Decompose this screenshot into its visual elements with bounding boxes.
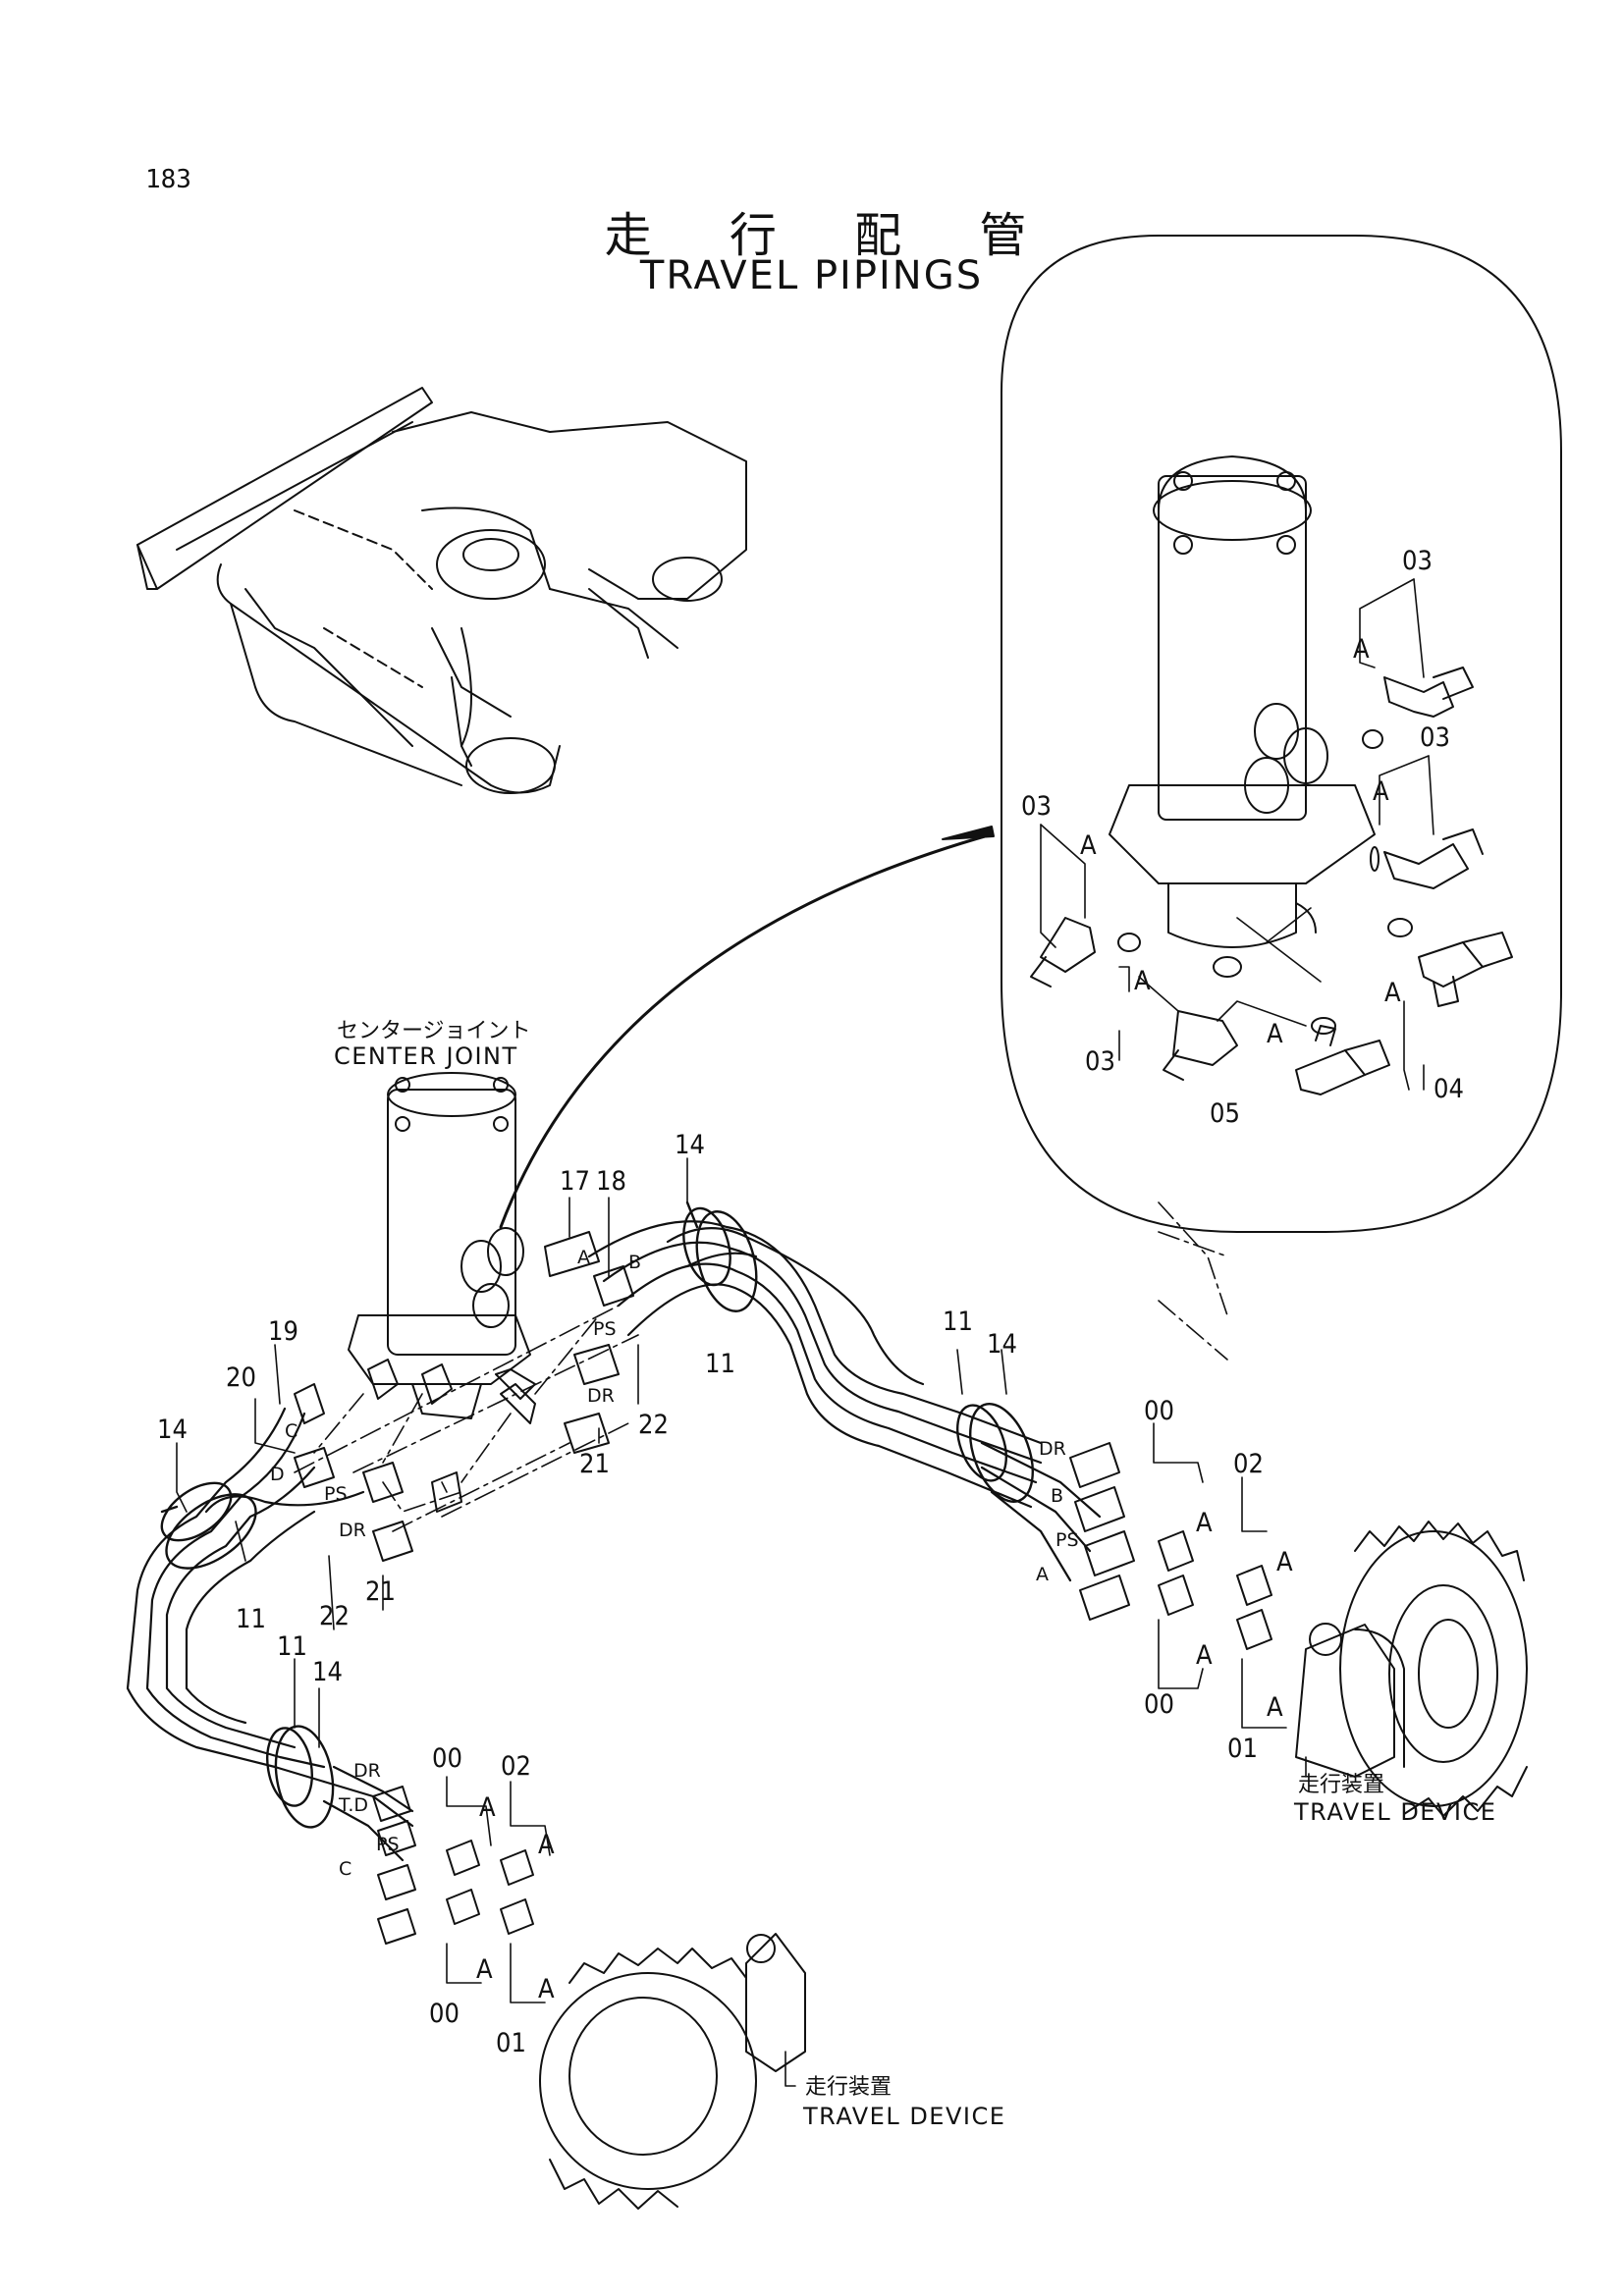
- callout-leader-lines: [176, 1157, 1307, 2087]
- port-tag-d: D: [270, 1464, 285, 1485]
- travel-motor-icon: [745, 1933, 806, 2072]
- detail-leader-lines: [1040, 578, 1434, 1091]
- callout-01: 01: [496, 2028, 526, 2058]
- center-joint-label-jp: センタージョイント: [337, 1019, 531, 1043]
- callout-02: 02: [1233, 1449, 1264, 1479]
- port-tag-a: A: [577, 1247, 590, 1268]
- port-tag-c: C: [339, 1858, 352, 1880]
- callout-14: 14: [312, 1657, 343, 1687]
- o-ring-icon: [1117, 729, 1413, 1035]
- callout-01: 01: [1227, 1734, 1258, 1764]
- travel-device-label-jp: 走行装置: [1298, 1773, 1385, 1797]
- callout-18: 18: [596, 1166, 626, 1197]
- port-tag-dr: DR: [339, 1520, 366, 1541]
- port-tag-a: A: [1134, 966, 1151, 996]
- adapter-fittings: [294, 1231, 634, 1562]
- travel-device-label-jp: 走行装置: [805, 2075, 893, 2100]
- port-tag-ps: PS: [1055, 1529, 1079, 1551]
- center-joint-main-icon: [348, 1072, 531, 1419]
- callout-04: 04: [1434, 1074, 1464, 1104]
- callout-11: 11: [277, 1631, 307, 1662]
- hose-bundle: [126, 1220, 1102, 1862]
- travel-device-label: TRAVEL DEVICE: [803, 2103, 1006, 2130]
- callout-14: 14: [987, 1329, 1017, 1360]
- callout-11: 11: [943, 1307, 973, 1337]
- port-tag-dr: DR: [353, 1760, 381, 1782]
- callout-14: 14: [675, 1130, 705, 1160]
- port-tag-a: A: [1353, 634, 1370, 665]
- port-tag-dr: DR: [587, 1385, 615, 1407]
- sprocket-icon: [1339, 1521, 1528, 1817]
- callout-03: 03: [1021, 791, 1052, 822]
- callout-03: 03: [1402, 546, 1433, 576]
- port-tag-a: A: [1267, 1692, 1283, 1723]
- callout-00: 00: [429, 1999, 460, 2029]
- port-tag-ps: PS: [376, 1834, 400, 1855]
- callout-00: 00: [1144, 1689, 1174, 1720]
- callout-17: 17: [560, 1166, 590, 1197]
- callout-05: 05: [1210, 1098, 1240, 1129]
- port-tag-a: A: [538, 1974, 555, 2004]
- excavator-overview-icon: [136, 387, 747, 794]
- travel-device-label: TRAVEL DEVICE: [1294, 1798, 1497, 1826]
- port-tag-a: A: [1276, 1547, 1293, 1577]
- callout-00: 00: [1144, 1396, 1174, 1426]
- callout-02: 02: [501, 1751, 531, 1782]
- port-tag-td: T.D: [338, 1794, 368, 1816]
- port-tag-a: A: [1384, 978, 1401, 1008]
- port-tag-a: A: [1196, 1508, 1213, 1538]
- sprocket-icon: [539, 1948, 757, 2210]
- elbow-fitting-icon: [1030, 667, 1484, 1081]
- callout-20: 20: [226, 1362, 256, 1393]
- port-tag-a: A: [476, 1954, 493, 1985]
- hose-clamp-icon: [160, 1201, 1034, 1829]
- travel-motor-icon: [1295, 1623, 1405, 1778]
- callout-22: 22: [319, 1601, 350, 1631]
- port-tag-b: B: [1051, 1485, 1063, 1507]
- page-title: TRAVEL PIPINGS: [639, 253, 984, 298]
- page-title-jp: 走 行 配 管: [604, 208, 1058, 263]
- elbow-fitting-icon: [367, 1359, 536, 1424]
- page-number: 183: [145, 165, 191, 194]
- callout-19: 19: [268, 1316, 298, 1347]
- callout-21: 21: [579, 1449, 610, 1479]
- hose-connectors-left: [372, 1786, 534, 1945]
- callout-22: 22: [638, 1410, 669, 1440]
- port-tag-ps: PS: [593, 1318, 617, 1340]
- port-tag-a: A: [1080, 830, 1097, 861]
- port-tag-dr: DR: [1039, 1438, 1066, 1460]
- port-tag-a: A: [479, 1792, 496, 1823]
- flow-lines: [294, 1201, 1228, 1532]
- center-joint-icon: [1109, 455, 1376, 948]
- callout-14: 14: [157, 1415, 188, 1445]
- callout-21: 21: [365, 1576, 396, 1607]
- callout-03: 03: [1420, 722, 1450, 753]
- center-joint-label: CENTER JOINT: [334, 1042, 518, 1070]
- callout-11: 11: [705, 1349, 735, 1379]
- center-joint-detail-frame: [1001, 235, 1562, 1233]
- port-tag-ps: PS: [324, 1483, 348, 1505]
- callout-11: 11: [236, 1604, 266, 1634]
- port-tag-a: A: [1267, 1019, 1283, 1049]
- port-tag-a: A: [1373, 776, 1389, 807]
- port-tag-a: A: [538, 1830, 555, 1860]
- hose-connectors-right: [1069, 1442, 1272, 1650]
- port-tag-c: C: [285, 1420, 298, 1442]
- callout-00: 00: [432, 1743, 462, 1774]
- callout-03: 03: [1085, 1046, 1115, 1077]
- detail-connector-line: [499, 832, 994, 1229]
- port-tag-a: A: [1196, 1640, 1213, 1671]
- port-tag-a: A: [1036, 1564, 1049, 1585]
- port-tag-b: B: [628, 1252, 641, 1273]
